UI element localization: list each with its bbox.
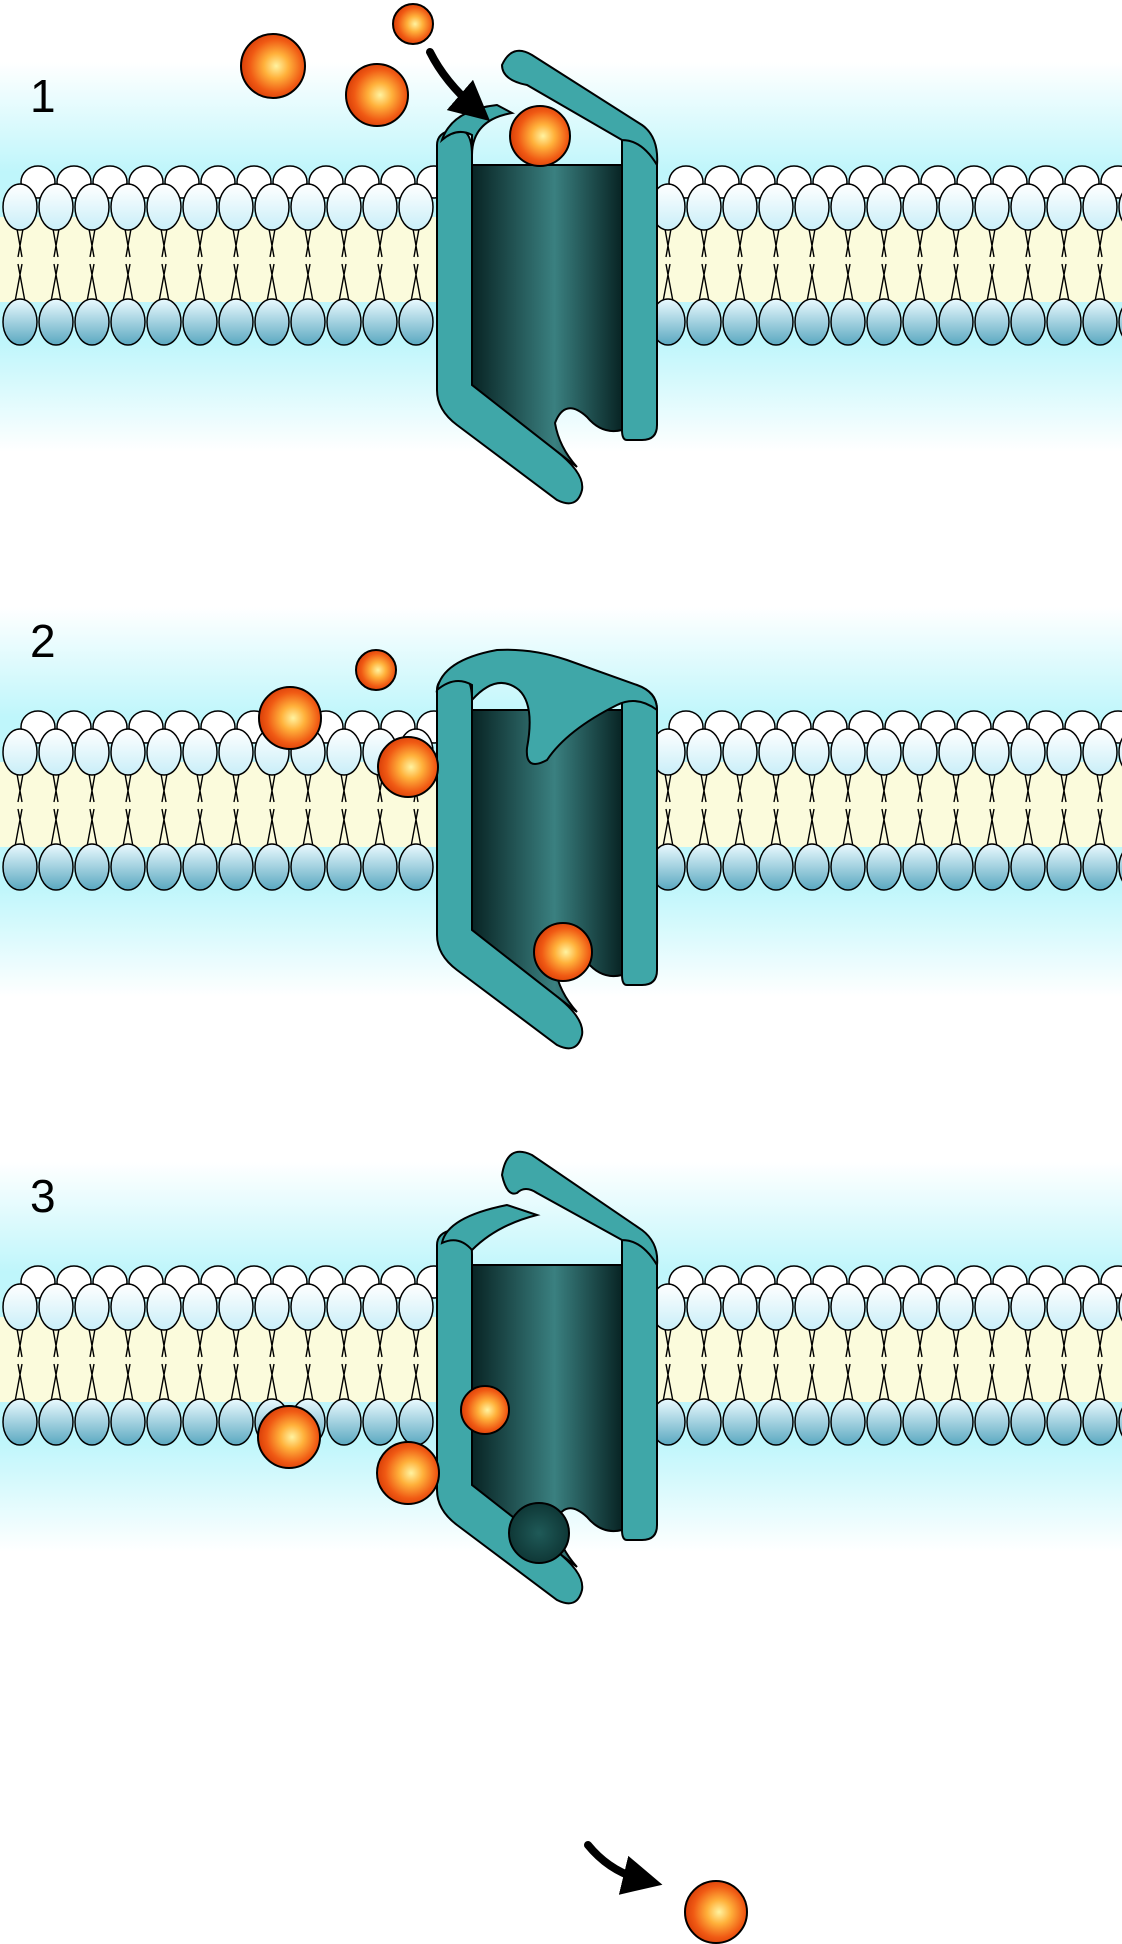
solute-sphere-icon <box>392 3 434 45</box>
bound-solute-icon <box>508 1502 570 1564</box>
solute-sphere-icon <box>258 686 322 750</box>
step-panel-2: 2 <box>0 607 1122 1050</box>
step-panel-3: 3 <box>0 1150 1122 1944</box>
solute-sphere-icon <box>345 63 409 127</box>
channel-protein <box>436 49 659 505</box>
solute-sphere-icon <box>377 736 439 798</box>
channel-pore <box>471 1264 623 1568</box>
step-panel-1: 1 <box>0 3 1122 505</box>
solute-sphere-icon <box>240 33 306 99</box>
step-label: 1 <box>30 70 56 122</box>
solute-sphere-icon <box>533 922 593 982</box>
solute-sphere-icon <box>376 1441 440 1505</box>
lipid-bilayer <box>0 607 1122 997</box>
channel-protein <box>436 1150 659 1605</box>
solute-sphere-icon <box>684 1880 748 1944</box>
solute-sphere-icon <box>509 105 571 167</box>
solute-sphere-icon <box>257 1405 321 1469</box>
solute-sphere-icon <box>460 1385 510 1435</box>
solute-sphere-icon <box>355 649 397 691</box>
transport-arrow-icon <box>584 1841 663 1895</box>
channel-pore <box>471 164 623 468</box>
step-label: 2 <box>30 615 56 667</box>
step-label: 3 <box>30 1170 56 1222</box>
transport-arrow-icon <box>426 48 491 122</box>
